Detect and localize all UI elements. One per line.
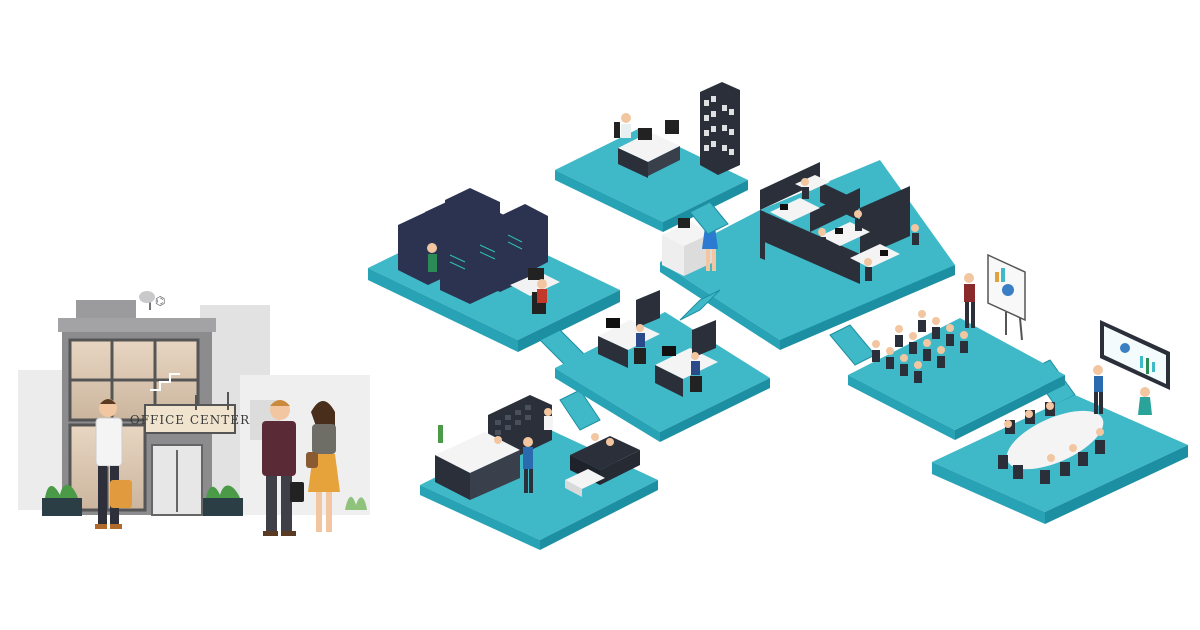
- server-room: [368, 188, 620, 352]
- reception: [420, 395, 658, 550]
- svg-text:⌬: ⌬: [155, 294, 165, 308]
- presentation-room: [848, 253, 1065, 440]
- office-center-sign: OFFICE CENTER: [130, 413, 250, 427]
- people-entrance: [95, 399, 340, 536]
- man-with-briefcase: [262, 400, 304, 536]
- workstation-room: [555, 290, 770, 442]
- woman-with-coffee: [306, 401, 340, 532]
- open-space-cubicles: [660, 160, 955, 350]
- entrance-building: ⌬ OFFICE CENTER: [18, 291, 370, 516]
- man-with-phone: [95, 399, 132, 529]
- meeting-room: [932, 320, 1188, 524]
- manager-office: [555, 82, 748, 232]
